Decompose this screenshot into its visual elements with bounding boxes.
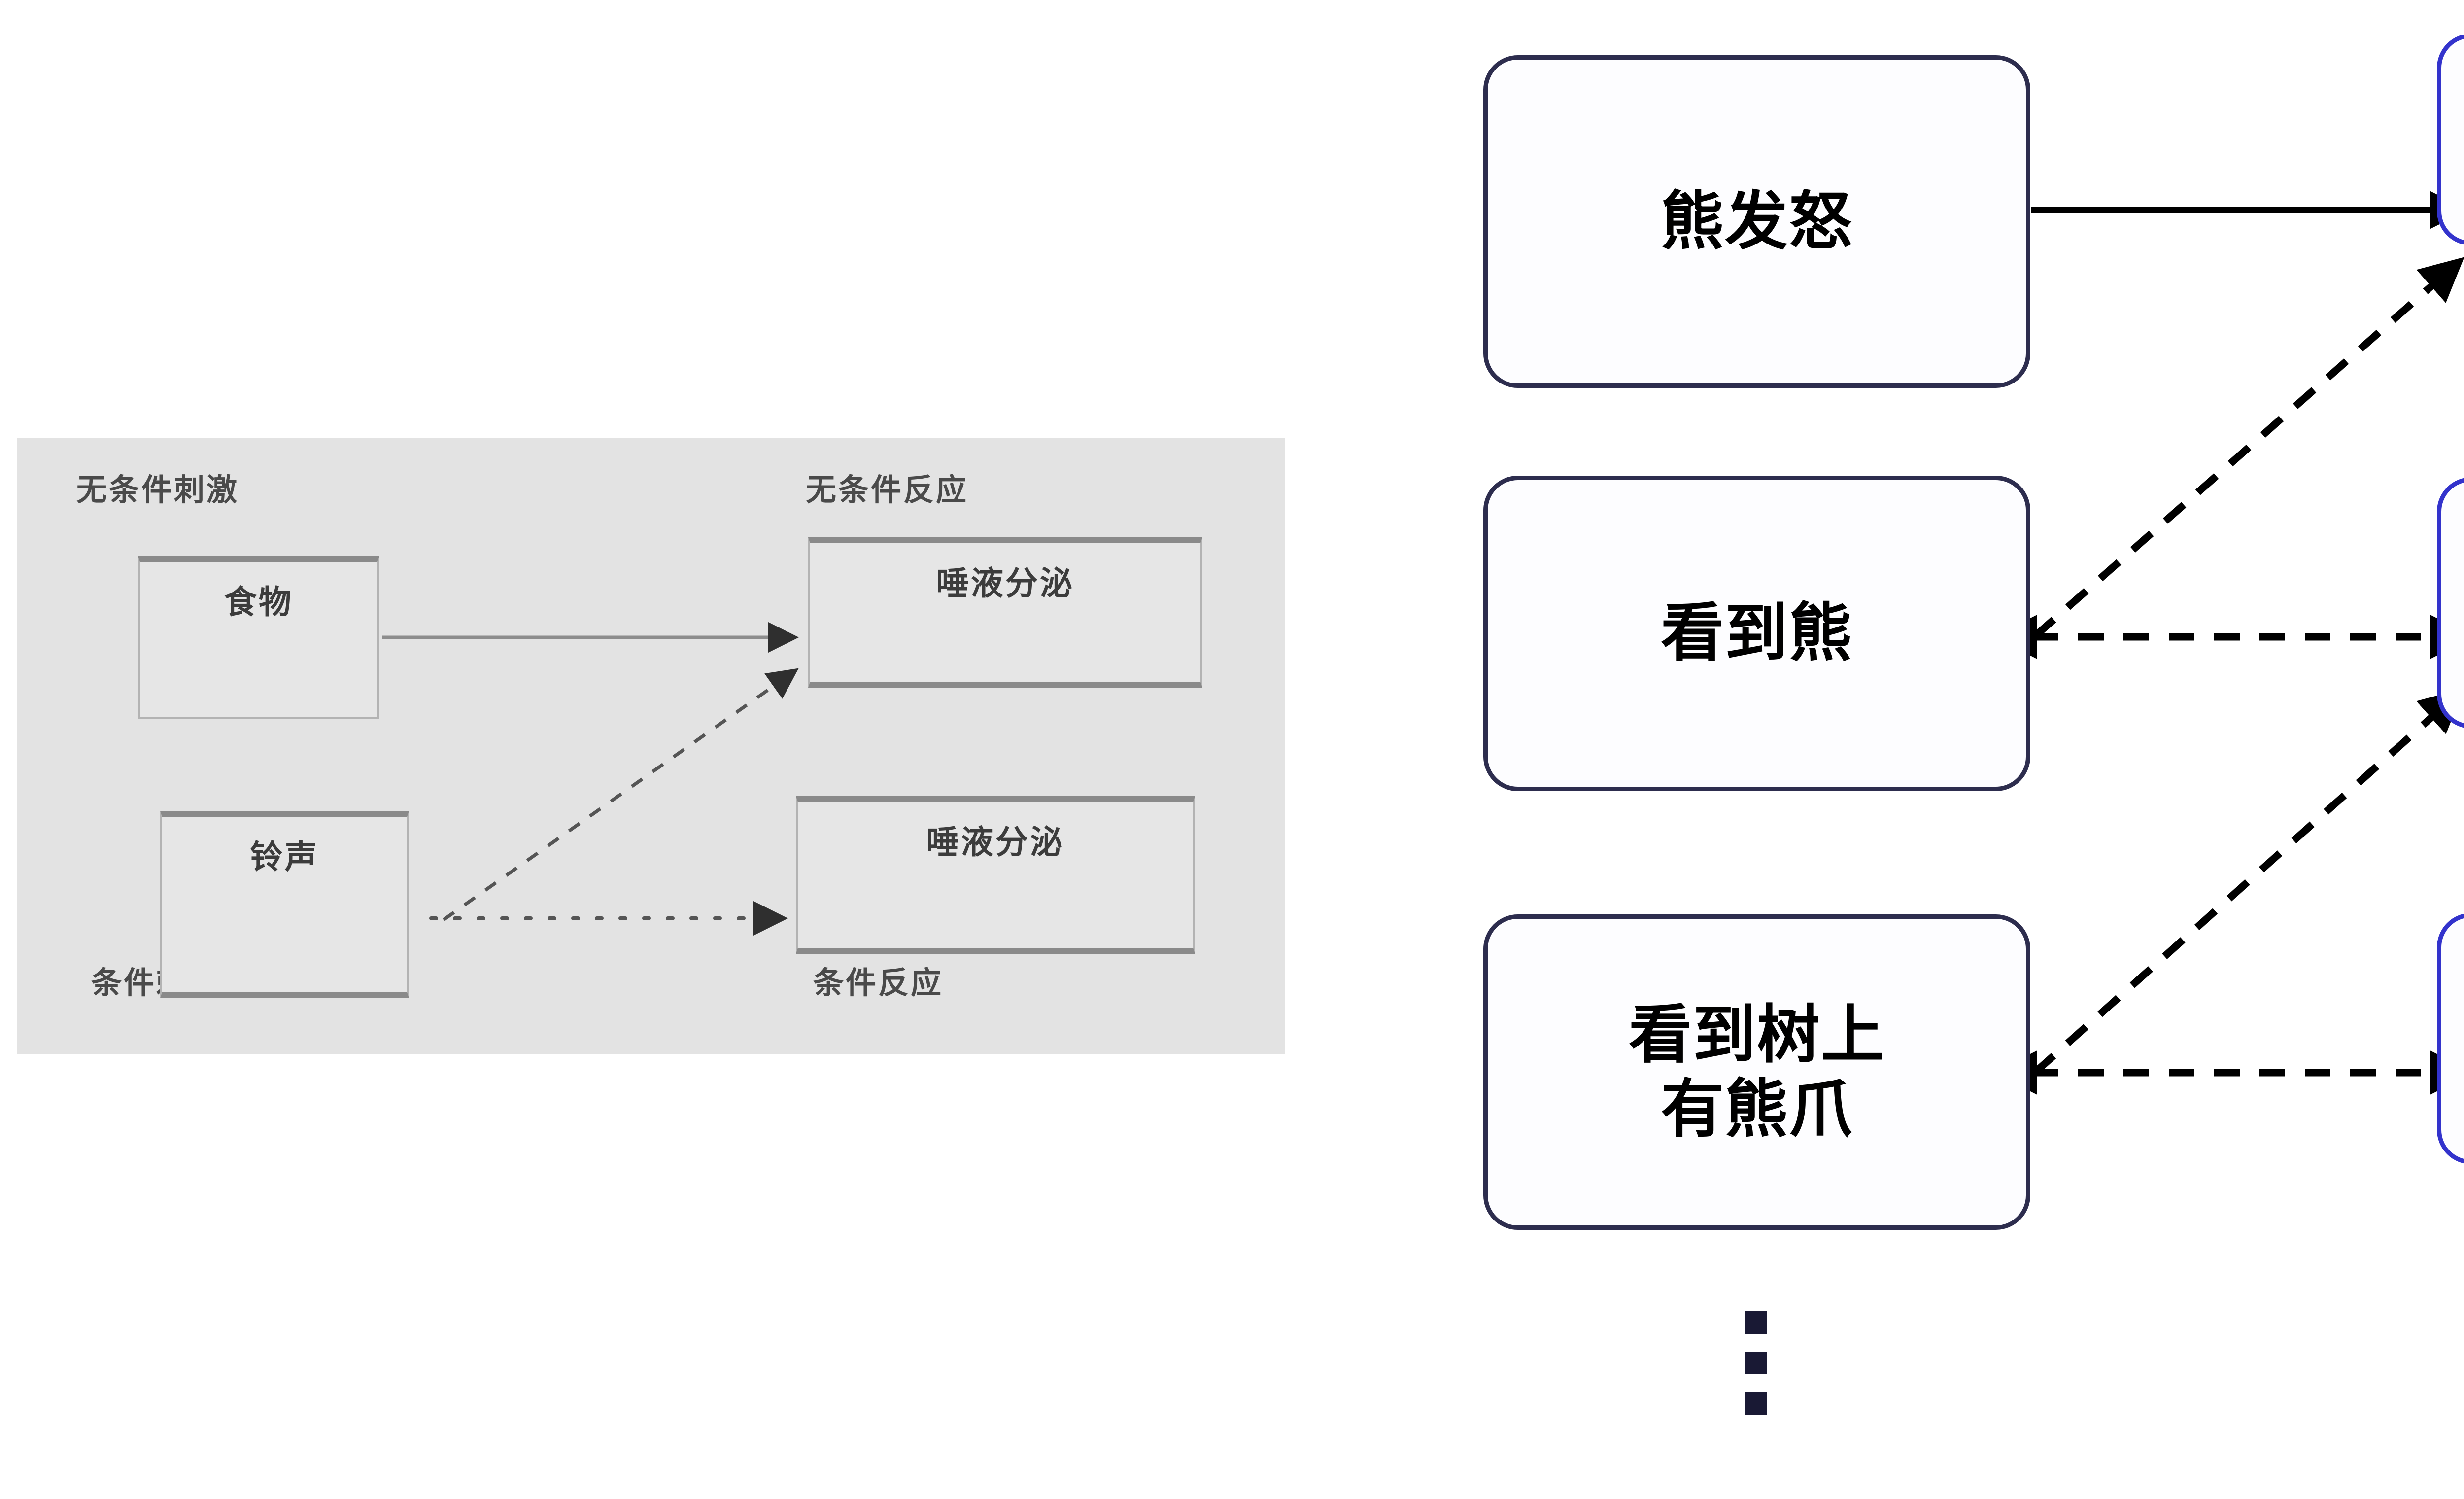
box-v-s-prime: V(s′) (2437, 477, 2464, 729)
ellipsis-states (1745, 1311, 1767, 1415)
box-food-label: 食物 (224, 584, 293, 620)
td-learning-panel: 熊发怒 看到熊 看到树上 有熊爪 奖励 V(s′) V(s) (1429, 0, 2464, 1499)
caption-unconditioned-response: 无条件反应 (806, 473, 969, 507)
box-see-claw-label: 看到树上 有熊爪 (1628, 999, 1885, 1145)
box-salivation-bottom: 唾液分泌 (796, 796, 1195, 954)
edge-see-claw-to-v-s-prime (2032, 688, 2464, 1075)
box-see-bear-label: 看到熊 (1660, 598, 1853, 669)
left-panel-edges (382, 622, 799, 936)
box-food: 食物 (138, 556, 379, 719)
box-reward: 奖励 (2437, 34, 2464, 245)
box-bear-angry: 熊发怒 (1483, 55, 2030, 388)
edge-see-bear-to-reward (2033, 257, 2464, 639)
right-panel-edges (1992, 191, 2464, 1095)
box-salivation-top-label: 唾液分泌 (936, 565, 1074, 601)
box-see-bear: 看到熊 (1483, 476, 2030, 791)
caption-unconditioned-stimulus: 无条件刺激 (76, 473, 240, 507)
box-see-claw: 看到树上 有熊爪 (1483, 914, 2030, 1230)
ellipsis-dot (1745, 1311, 1767, 1334)
box-v-s: V(s) (2437, 913, 2464, 1164)
edge-bell-to-salivation-top (442, 668, 799, 921)
box-bell: 铃声 (160, 811, 409, 998)
ellipsis-dot (1745, 1392, 1767, 1415)
box-salivation-top: 唾液分泌 (808, 537, 1202, 688)
classical-conditioning-panel: 无条件刺激 无条件反应 条件刺激 条件反应 食物 铃声 唾液分泌 唾液分泌 (17, 438, 1285, 1054)
ellipsis-dot (1745, 1352, 1767, 1374)
box-salivation-bottom-label: 唾液分泌 (926, 824, 1064, 860)
caption-conditioned-response: 条件反应 (813, 966, 944, 1000)
box-bell-label: 铃声 (250, 838, 319, 875)
box-bear-angry-label: 熊发怒 (1660, 186, 1853, 257)
